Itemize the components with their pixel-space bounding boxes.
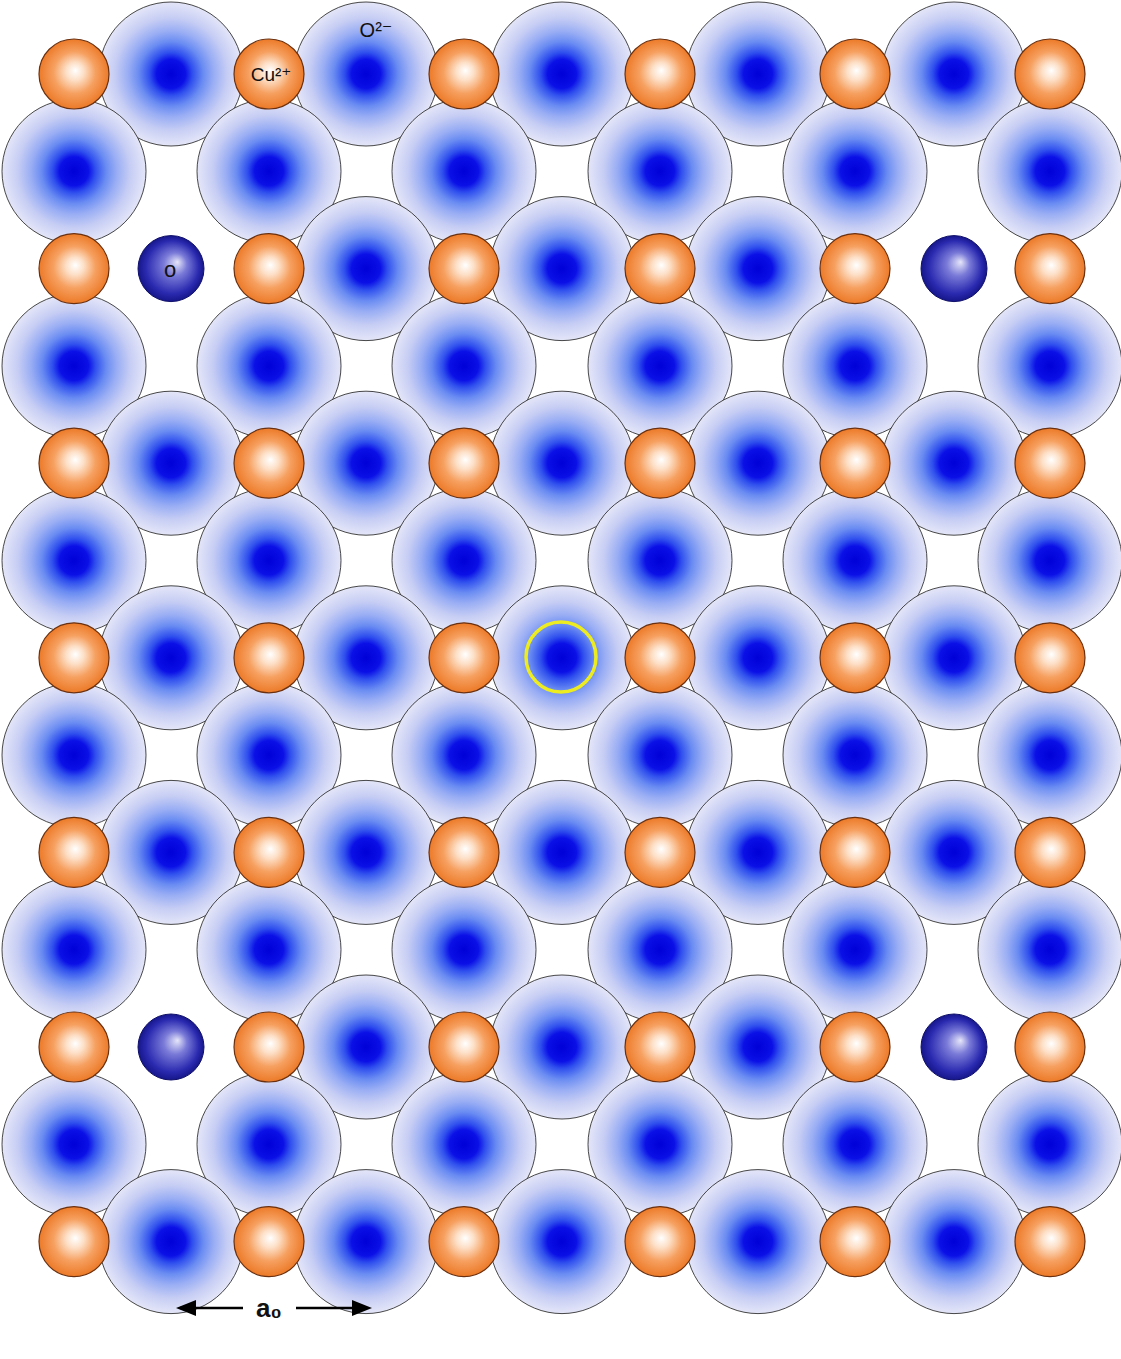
copper-ion	[234, 1207, 304, 1277]
oxygen-ion	[2, 878, 146, 1022]
copper-ion	[39, 234, 109, 304]
copper-ion	[39, 1207, 109, 1277]
copper-ion	[1015, 39, 1085, 109]
copper-ion	[429, 1012, 499, 1082]
ion-label: o	[164, 259, 176, 281]
copper-ion	[429, 428, 499, 498]
copper-ion	[625, 623, 695, 693]
copper-ion	[820, 39, 890, 109]
copper-ion	[820, 1012, 890, 1082]
copper-ion	[1015, 1207, 1085, 1277]
small-ion	[921, 1014, 987, 1080]
copper-ion	[429, 1207, 499, 1277]
copper-ion	[820, 1207, 890, 1277]
copper-ion	[39, 623, 109, 693]
copper-ion	[234, 817, 304, 887]
copper-ion	[820, 234, 890, 304]
copper-ion	[429, 39, 499, 109]
copper-ion	[625, 1012, 695, 1082]
copper-ion	[1015, 428, 1085, 498]
copper-ion	[39, 1012, 109, 1082]
copper-ion	[1015, 1012, 1085, 1082]
copper-ion	[429, 623, 499, 693]
ion-label: O²⁻	[360, 20, 393, 40]
oxygen-ion	[978, 99, 1121, 243]
copper-ion	[1015, 817, 1085, 887]
copper-ion	[39, 39, 109, 109]
copper-ion	[429, 817, 499, 887]
copper-ion	[625, 39, 695, 109]
oxygen-ion	[686, 1170, 830, 1314]
oxygen-ion	[490, 1170, 634, 1314]
copper-ion	[625, 234, 695, 304]
copper-ion	[234, 428, 304, 498]
oxygen-ion	[2, 99, 146, 243]
oxygen-ion	[294, 1170, 438, 1314]
copper-ion	[625, 1207, 695, 1277]
highlight-ring	[526, 622, 596, 692]
copper-ion	[39, 817, 109, 887]
copper-ion	[234, 234, 304, 304]
ion-label: Cu²⁺	[251, 65, 292, 84]
copper-ion	[820, 623, 890, 693]
copper-ion	[820, 428, 890, 498]
copper-ion	[234, 39, 304, 109]
small-ion	[138, 1014, 204, 1080]
small-ion	[921, 236, 987, 302]
copper-ion	[234, 623, 304, 693]
copper-ion	[820, 817, 890, 887]
copper-ion	[625, 428, 695, 498]
oxygen-ion	[882, 1170, 1026, 1314]
small-ion	[138, 236, 204, 302]
copper-ion	[39, 428, 109, 498]
copper-ion	[429, 234, 499, 304]
oxygen-ion	[978, 878, 1121, 1022]
copper-ion	[1015, 623, 1085, 693]
oxygen-ion	[99, 1170, 243, 1314]
copper-ion	[234, 1012, 304, 1082]
dimension-label: a₀	[256, 1295, 282, 1321]
copper-ion	[1015, 234, 1085, 304]
copper-ion	[625, 817, 695, 887]
